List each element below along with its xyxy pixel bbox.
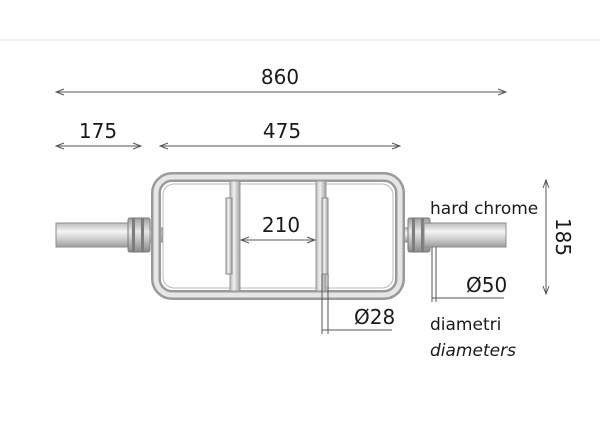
left-handle <box>225 180 241 292</box>
right-handle <box>315 180 329 292</box>
handle-diameter-label: Ø28 <box>354 305 395 329</box>
left-sleeve <box>55 217 163 253</box>
sleeve-diameter-label: Ø50 <box>466 273 507 297</box>
dimension-sleeve: 175 <box>56 119 141 146</box>
dimension-height-label: 185 <box>551 218 575 256</box>
diameters-local-label: diametri <box>430 315 501 335</box>
dimension-frame-label: 475 <box>263 119 301 143</box>
finish-label: hard chrome <box>430 199 538 219</box>
dimension-overall-label: 860 <box>261 65 299 89</box>
dimension-inner: 210 <box>241 213 315 240</box>
dimension-height: 185 <box>546 180 575 294</box>
dimension-sleeve-label: 175 <box>79 119 117 143</box>
right-sleeve <box>397 217 507 253</box>
diameters-en-label: diameters <box>430 341 516 361</box>
dimension-inner-label: 210 <box>262 213 300 237</box>
dimension-frame: 475 <box>160 119 400 146</box>
dimension-overall: 860 <box>56 65 506 92</box>
bar-frame <box>151 172 405 300</box>
sleeve-diameter-callout: Ø50 <box>431 247 507 302</box>
handle-diameter-callout: Ø28 <box>321 274 395 334</box>
